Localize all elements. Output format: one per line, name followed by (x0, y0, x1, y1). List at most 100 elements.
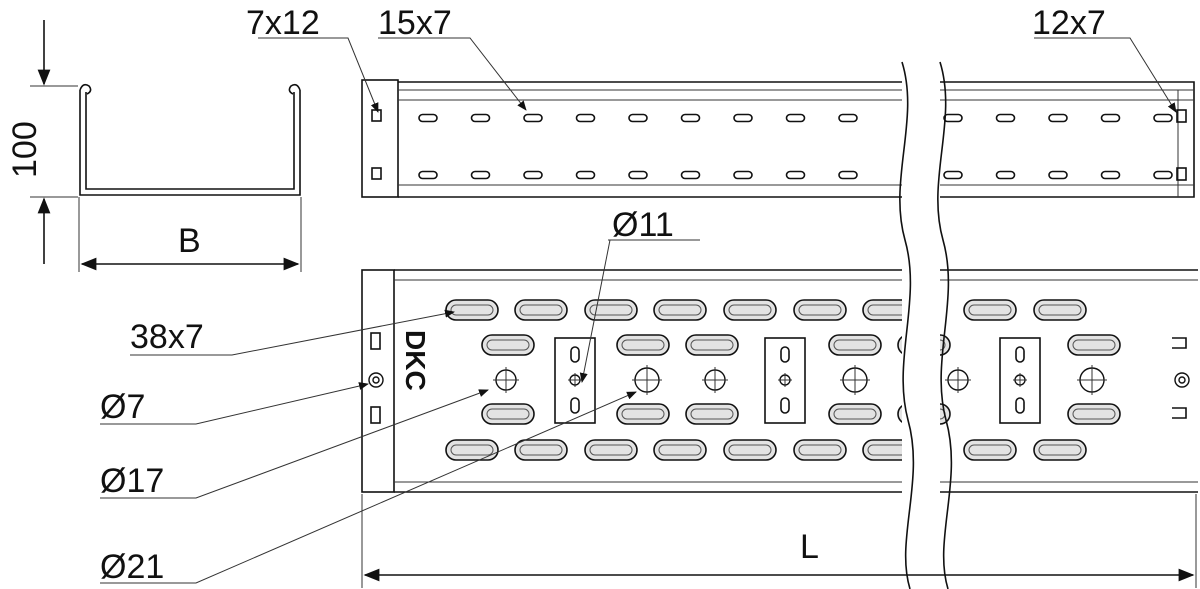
side-slot (1100, 113, 1121, 123)
bottom-slot (445, 439, 499, 461)
bottom-slot-inner (621, 339, 665, 351)
brand-logo: DKC (400, 330, 431, 391)
side-slot (995, 170, 1016, 180)
side-slot (995, 113, 1016, 123)
side-slot (1153, 113, 1173, 123)
plate-slot (780, 346, 790, 363)
bottom-slot-inner (833, 339, 877, 351)
hole-11-label: Ø11 (612, 206, 674, 244)
side-slot (838, 170, 858, 180)
plate-slot (1015, 346, 1025, 363)
side-slot (575, 113, 596, 123)
side-slot (470, 170, 491, 180)
side-slot (628, 113, 648, 123)
bottom-slot (828, 334, 882, 356)
end-slot-label: 7x12 (246, 4, 320, 42)
bottom-slot-inner (968, 304, 1012, 316)
plate-slot (1015, 397, 1025, 414)
bottom-slot (653, 439, 707, 461)
side-slot (418, 113, 438, 123)
bottom-slot-inner (728, 304, 772, 316)
side-slot (680, 170, 701, 180)
bottom-slot (1033, 439, 1087, 461)
bottom-slot-inner (1038, 304, 1082, 316)
bottom-slot-inner (658, 304, 702, 316)
side-slot (1048, 113, 1068, 123)
bottom-slot-inner (589, 304, 633, 316)
connector-plate (764, 337, 806, 424)
bottom-slot (514, 299, 568, 321)
bottom-slot-inner (589, 444, 633, 456)
plate-slot (570, 346, 580, 363)
side-slot (523, 170, 543, 180)
side-slot (575, 170, 596, 180)
bottom-slot (793, 439, 847, 461)
bottom-slot (481, 403, 535, 425)
bottom-slot-inner (486, 408, 530, 420)
side-slot-right-label: 12x7 (1032, 4, 1106, 42)
bottom-slot-inner (798, 444, 842, 456)
side-slot (943, 113, 963, 123)
side-slot (785, 113, 806, 123)
side-slot (628, 170, 648, 180)
side-slot (785, 170, 806, 180)
hole-17-label: Ø17 (100, 462, 164, 500)
bottom-slot (616, 403, 670, 425)
cross-section-view: 100 B (6, 20, 302, 272)
bottom-slot-inner (690, 408, 734, 420)
side-slot (1100, 170, 1121, 180)
bottom-slot (1033, 299, 1087, 321)
bottom-slot (828, 403, 882, 425)
bottom-slot-inner (450, 444, 494, 456)
bottom-slot (793, 299, 847, 321)
bottom-slot-inner (519, 304, 563, 316)
side-view (361, 79, 1195, 198)
bottom-slot-inner (728, 444, 772, 456)
side-slot (470, 113, 491, 123)
break-lines (899, 60, 953, 589)
side-slot (418, 170, 438, 180)
bottom-slot (481, 334, 535, 356)
bottom-slot (685, 403, 739, 425)
length-dimension: L (361, 494, 1197, 588)
bottom-slot (1067, 334, 1121, 356)
connector-plate (999, 337, 1041, 424)
bottom-slot (1067, 403, 1121, 425)
side-slot (1048, 170, 1068, 180)
plate-slot (570, 397, 580, 414)
side-slot-label: 15x7 (378, 4, 452, 42)
bottom-slot (653, 299, 707, 321)
bottom-slot-label: 38x7 (130, 318, 204, 356)
bottom-slot-inner (519, 444, 563, 456)
bottom-slot-inner (968, 444, 1012, 456)
bottom-slot (723, 439, 777, 461)
bottom-slot-inner (690, 339, 734, 351)
side-slot (943, 170, 963, 180)
bottom-slot-inner (798, 304, 842, 316)
bottom-slot (963, 299, 1017, 321)
side-slot (838, 113, 858, 123)
bottom-slot-inner (658, 444, 702, 456)
callouts: 7x12 15x7 12x7 Ø11 38x7 Ø7 Ø17 Ø21 (100, 4, 1177, 586)
bottom-slot (723, 299, 777, 321)
bottom-slot (584, 299, 638, 321)
bottom-slot-inner (1072, 339, 1116, 351)
side-slot (733, 170, 753, 180)
connector-plate (554, 337, 596, 424)
plate-slot (780, 397, 790, 414)
bottom-slot (514, 439, 568, 461)
width-label: B (178, 222, 201, 260)
side-slot (733, 113, 753, 123)
bottom-slot-inner (1072, 408, 1116, 420)
bottom-slot (616, 334, 670, 356)
bottom-slot (963, 439, 1017, 461)
hole-7-label: Ø7 (100, 388, 145, 426)
plan-view: DKC (361, 269, 1198, 493)
side-slot (680, 113, 701, 123)
bottom-slot-inner (833, 408, 877, 420)
length-label: L (800, 528, 819, 566)
bottom-slot (685, 334, 739, 356)
bottom-slot (584, 439, 638, 461)
side-slot (1153, 170, 1173, 180)
